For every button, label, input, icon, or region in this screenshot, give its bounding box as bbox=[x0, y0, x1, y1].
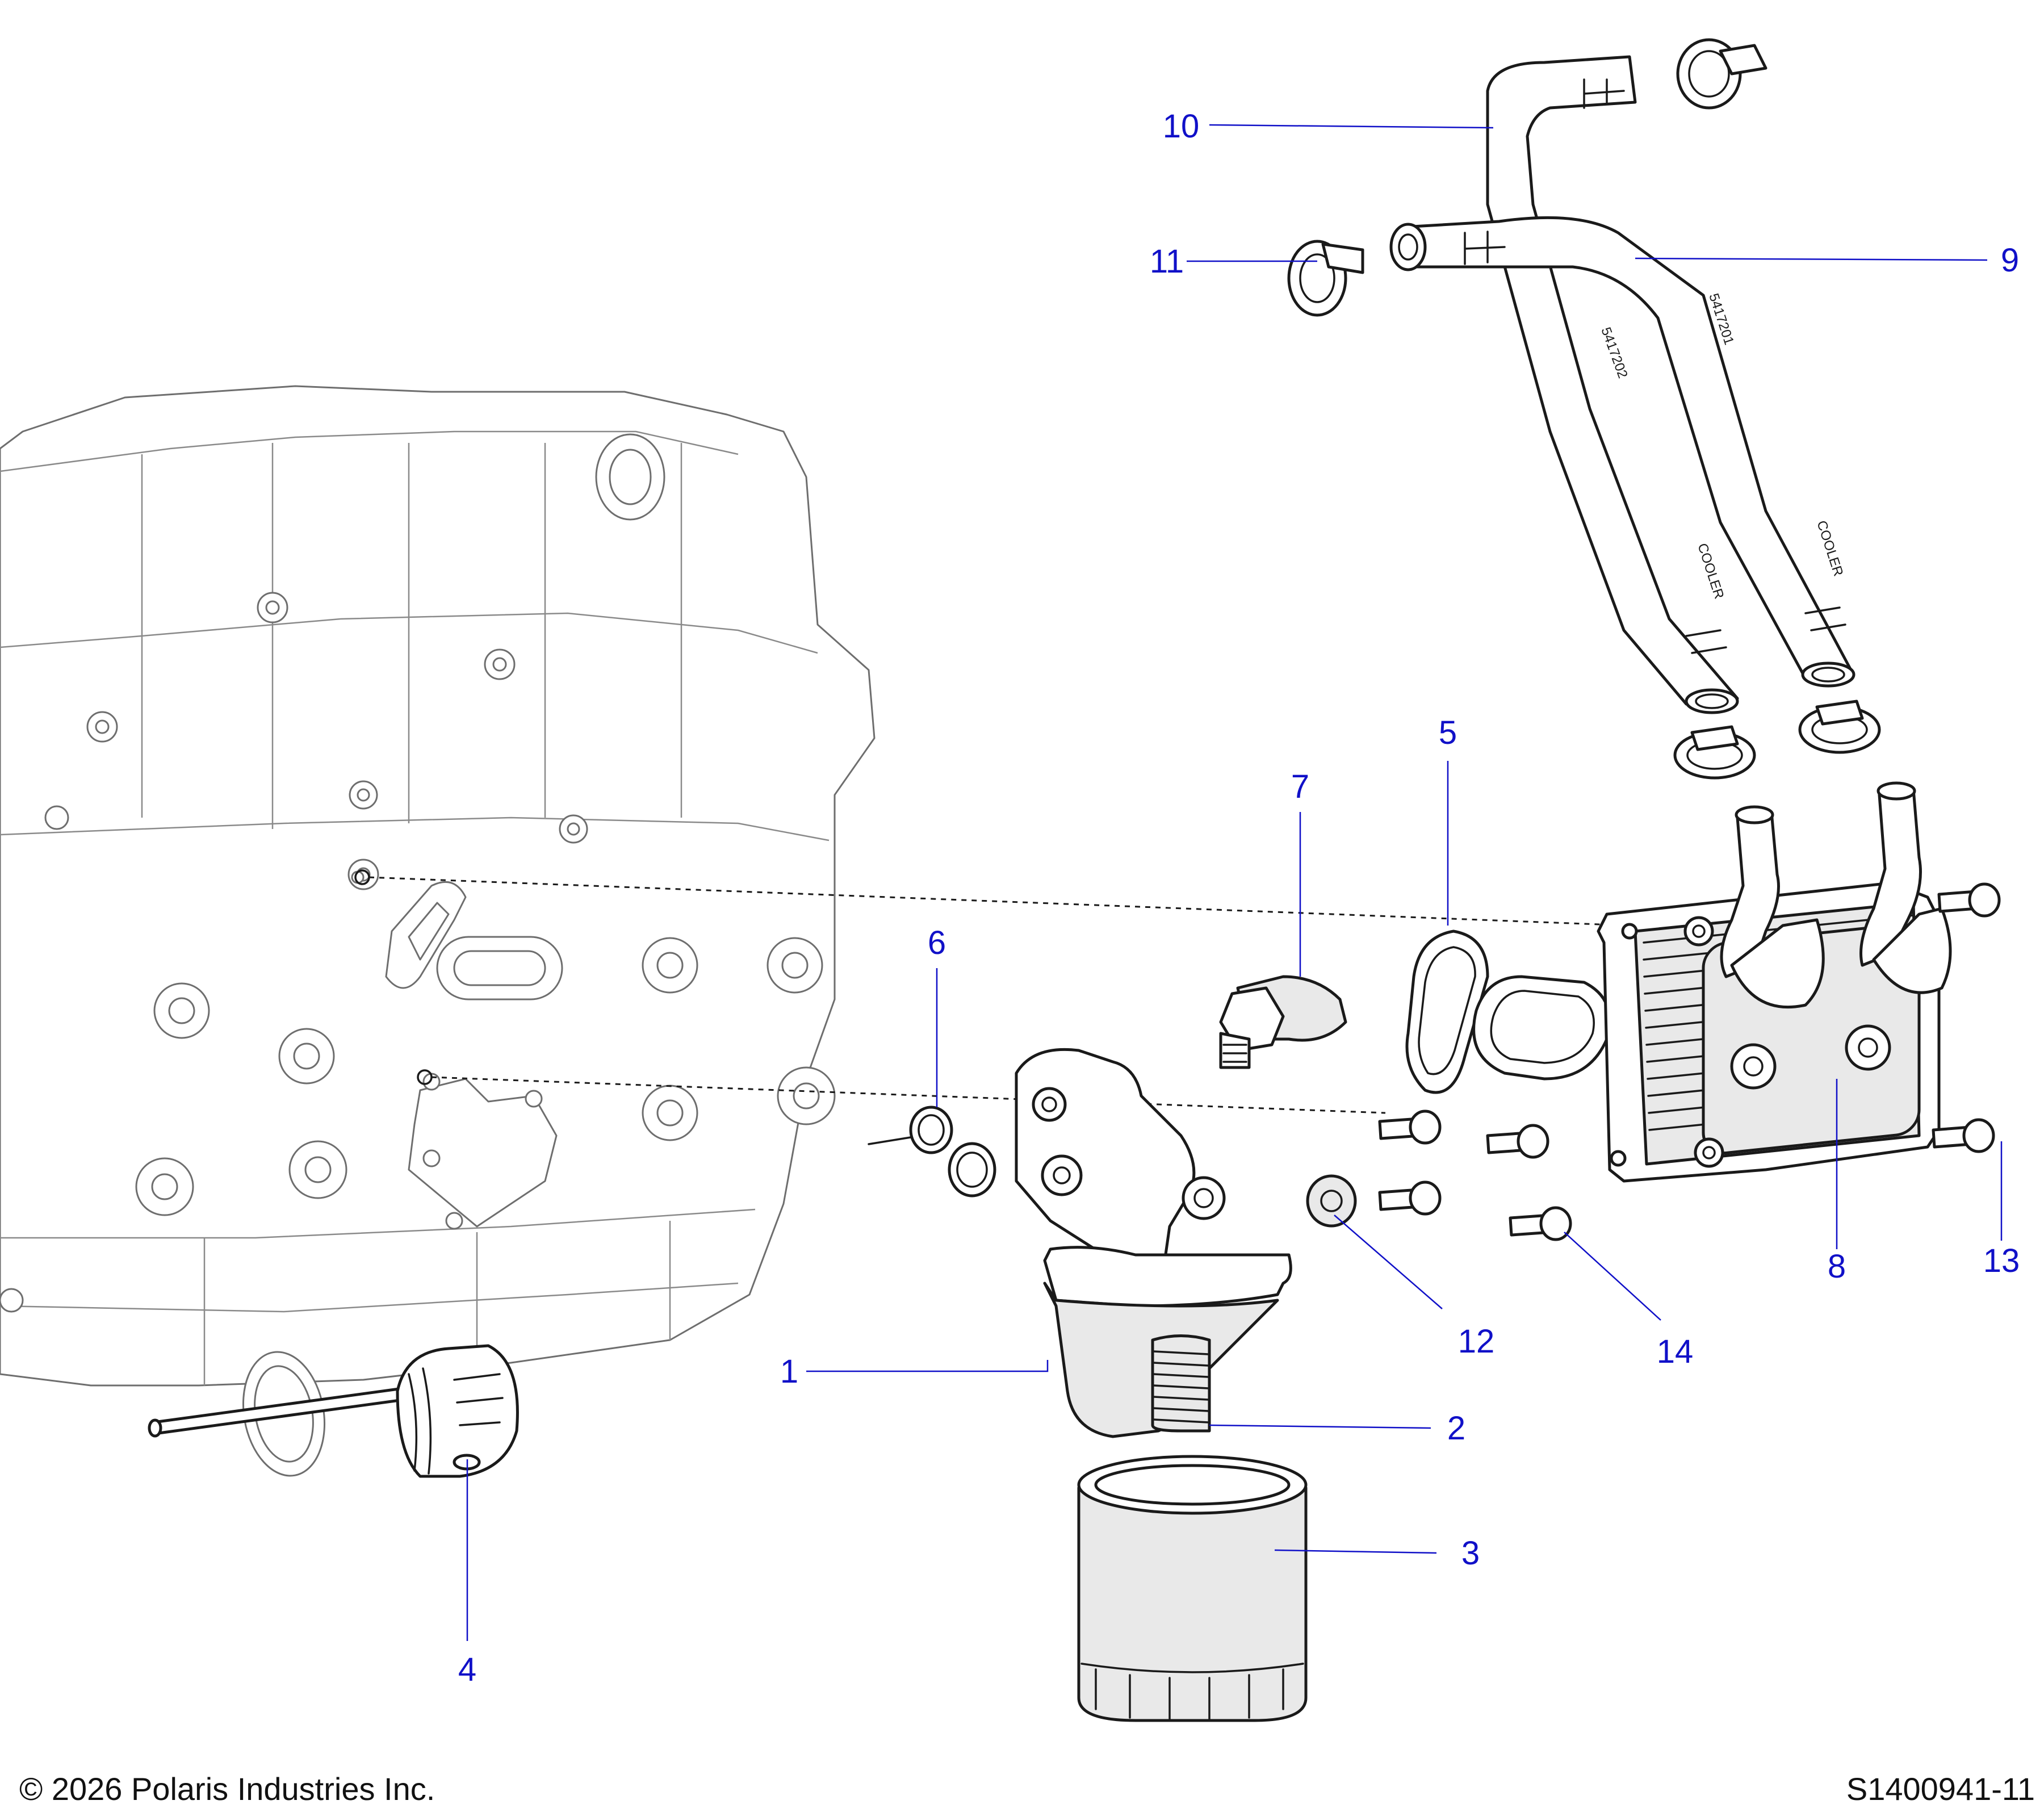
callout-12: 12 bbox=[1458, 1323, 1495, 1360]
callout-7: 7 bbox=[1291, 768, 1309, 805]
cooler-hoses: 5417202 5417201 COOLER COOLER bbox=[1389, 55, 1855, 714]
callout-11: 11 bbox=[1150, 243, 1184, 280]
drawing-number: S1400941-11 bbox=[1846, 1771, 2035, 1807]
callout-13: 13 bbox=[1983, 1242, 2020, 1279]
hose-clamps bbox=[1287, 38, 1881, 780]
dipstick bbox=[148, 1344, 519, 1478]
hose-9-cooler-label: COOLER bbox=[1813, 519, 1846, 579]
bolts bbox=[1306, 882, 2001, 1241]
oil-filter bbox=[1077, 1455, 1308, 1722]
callout-1: 1 bbox=[780, 1353, 798, 1390]
callout-labels: 1 2 3 4 5 6 7 8 9 10 11 12 13 14 bbox=[458, 108, 2020, 1688]
callout-5: 5 bbox=[1439, 714, 1457, 751]
pressure-sensor bbox=[1219, 975, 1347, 1069]
o-rings-6 bbox=[868, 1106, 996, 1198]
leader-lines bbox=[466, 124, 2003, 1641]
callout-2: 2 bbox=[1447, 1410, 1465, 1447]
callout-9: 9 bbox=[2001, 242, 2019, 279]
callout-10: 10 bbox=[1163, 108, 1200, 145]
callout-6: 6 bbox=[928, 924, 946, 961]
oil-cooler bbox=[1597, 781, 1952, 1183]
filter-adapter bbox=[1015, 1048, 1292, 1438]
callout-4: 4 bbox=[458, 1651, 476, 1688]
hose-10-cooler-label: COOLER bbox=[1694, 542, 1727, 601]
cooler-gaskets bbox=[1405, 930, 1611, 1094]
callout-8: 8 bbox=[1828, 1248, 1846, 1285]
copyright-notice: © 2026 Polaris Industries Inc. bbox=[19, 1771, 435, 1807]
callout-14: 14 bbox=[1657, 1333, 1694, 1370]
hose-10-part-number: 5417202 bbox=[1598, 325, 1630, 380]
engine-block bbox=[0, 385, 876, 1477]
callout-3: 3 bbox=[1461, 1535, 1480, 1572]
